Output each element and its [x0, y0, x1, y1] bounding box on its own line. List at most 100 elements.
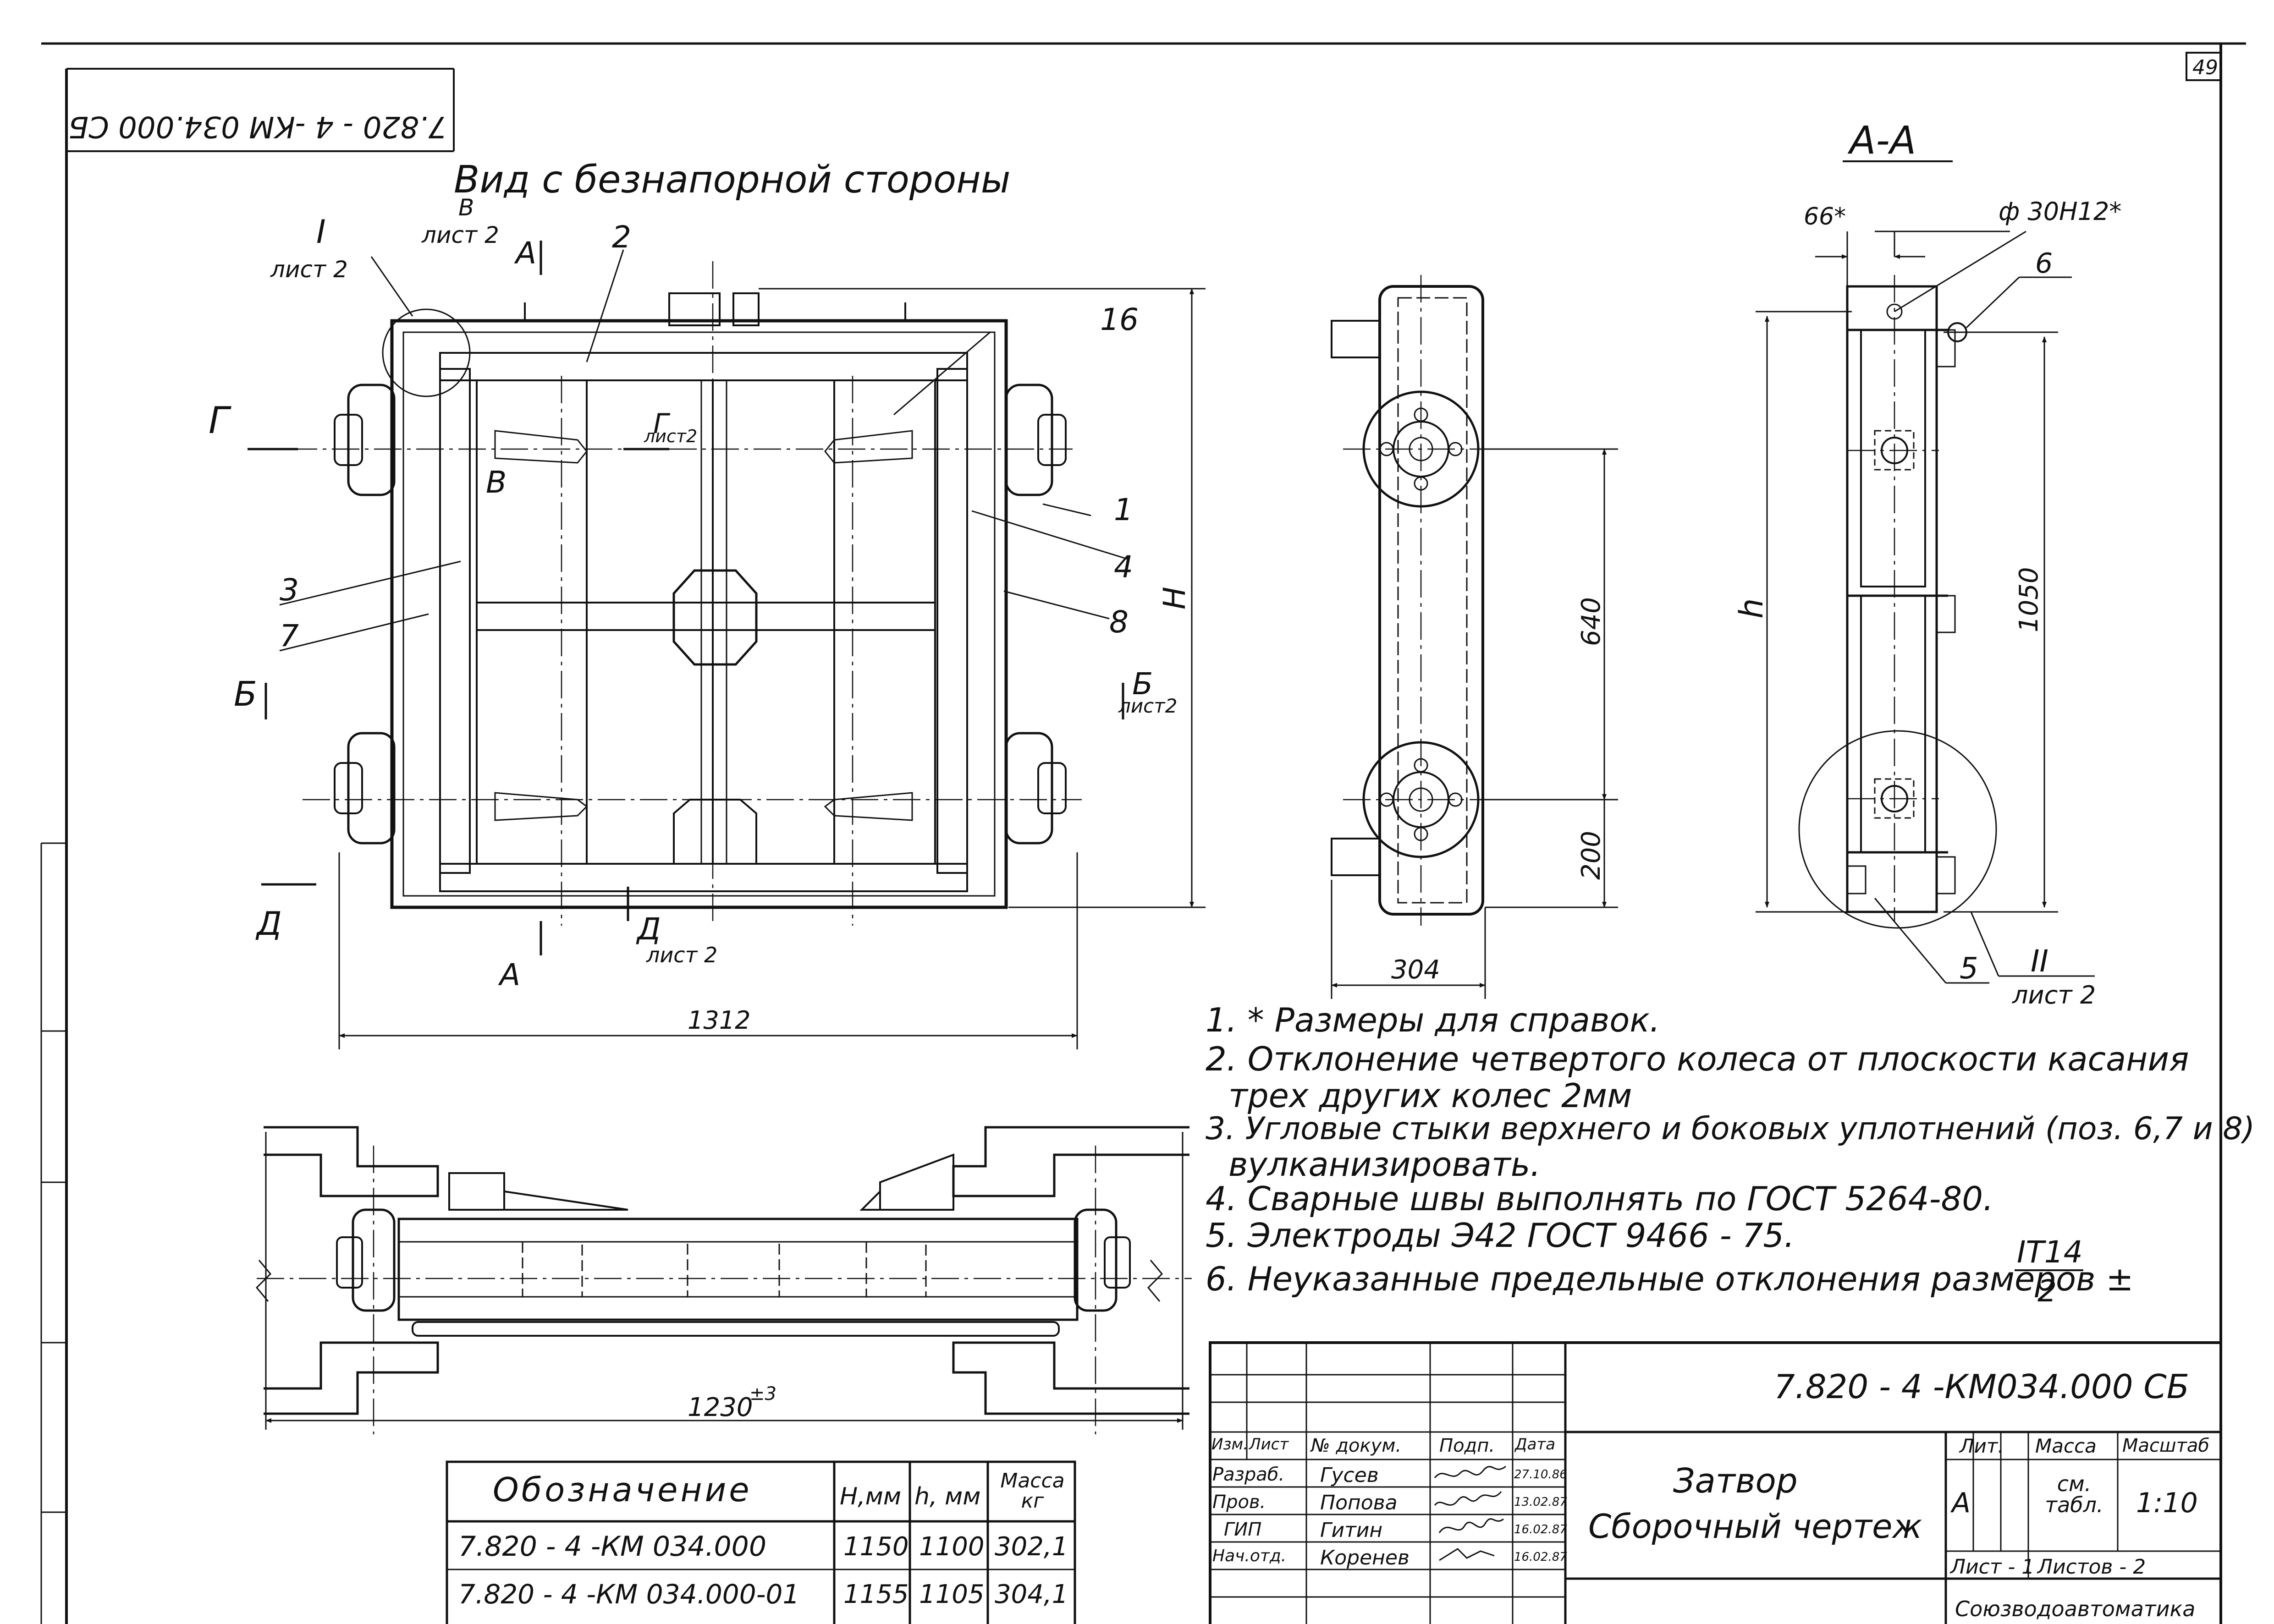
- pos-5: 5: [1960, 952, 1978, 986]
- note-4: 4. Сварные швы выполнять по ГОСТ 5264-80…: [1206, 1180, 1993, 1218]
- note-6: 6. Неуказанные предельные отклонения раз…: [1206, 1260, 2134, 1298]
- row2-mass: 304,1: [995, 1580, 1068, 1609]
- page-number: 49: [2192, 56, 2218, 79]
- row1-designation: 7.820 - 4 -КМ 034.000: [458, 1531, 767, 1563]
- row2-designation: 7.820 - 4 -КМ 034.000-01: [458, 1579, 800, 1610]
- ref-V: В: [458, 194, 474, 221]
- cut-G-left: Г: [209, 399, 231, 442]
- dim-H: H: [1157, 587, 1192, 609]
- cut-D-left: Д: [255, 905, 282, 943]
- cut-G-right: Г: [653, 408, 671, 440]
- ref-V-sheet: лист 2: [421, 222, 499, 248]
- note-5: 5. Электроды Э42 ГОСТ 9466 - 75.: [1206, 1216, 1795, 1255]
- label-V: В: [486, 465, 507, 500]
- dim-1230: 1230: [688, 1393, 753, 1422]
- mass-value: см. табл.: [2045, 1471, 2103, 1517]
- plan-view-labels: 1230 ±3: [688, 1383, 776, 1422]
- cut-D-bottom: Д: [636, 911, 661, 947]
- ref-II: II: [2031, 944, 2048, 979]
- cut-B-right: Б: [1132, 666, 1153, 702]
- section-aa-labels: А-А 66* ф 30Н12* 6 h 1050 5 II лист 2: [1733, 118, 2121, 1010]
- dim-304: 304: [1391, 955, 1440, 985]
- sheet-frame: [40, 42, 2246, 1624]
- product-name: Затвор: [1673, 1461, 1798, 1501]
- col-H: H,мм: [840, 1483, 902, 1510]
- tb-role-2: Пров.: [1212, 1492, 1266, 1513]
- organization: Союзводоавтоматика: [1955, 1597, 2196, 1621]
- section-aa: [1756, 230, 2095, 984]
- row1-h: 1100: [919, 1532, 985, 1562]
- dim-640: 640: [1576, 597, 1606, 646]
- tb-person-4: Коренев: [1320, 1546, 1410, 1569]
- note-3-cont: вулканизировать.: [1228, 1145, 1541, 1184]
- dim-200: 200: [1576, 831, 1606, 880]
- side-view: [1331, 275, 1618, 999]
- note-6-fraction-num: IТ14: [2017, 1234, 2083, 1270]
- note-6-fraction-den: 2: [2037, 1273, 2057, 1309]
- pos-8: 8: [1109, 604, 1129, 640]
- tb-col-izm: Изм.: [1211, 1435, 1248, 1454]
- front-view-labels: Вид с безнапорной стороны I лист 2 В лис…: [209, 158, 1192, 1035]
- note-1: 1. * Размеры для справок.: [1206, 1001, 1660, 1039]
- ref-I-sheet: лист 2: [270, 256, 348, 283]
- pos-4: 4: [1114, 549, 1133, 585]
- dim-1312: 1312: [688, 1006, 750, 1035]
- note-2: 2. Отклонение четвертого колеса от плоск…: [1206, 1040, 2189, 1078]
- fraction-bar: [2015, 1269, 2083, 1271]
- cut-A-top: А: [514, 236, 536, 271]
- drawing-kind: Сборочный чертеж: [1588, 1507, 1922, 1546]
- pos-7: 7: [280, 618, 299, 653]
- lit-header: Лит.: [1960, 1435, 2004, 1457]
- plan-view: [255, 1126, 1192, 1434]
- tb-person-2: Попова: [1320, 1491, 1398, 1514]
- pos-6: 6: [2035, 247, 2053, 280]
- variants-table-grid: [446, 1460, 1076, 1624]
- row2-H: 1155: [843, 1580, 909, 1609]
- view-title: Вид с безнапорной стороны: [454, 158, 1011, 202]
- title-block-grid: [1209, 1341, 2222, 1624]
- cut-G-sheet: лист2: [644, 426, 697, 446]
- note-3: 3. Угловые стыки верхнего и боковых упло…: [1206, 1111, 2255, 1147]
- col-designation: Обозначение: [493, 1470, 752, 1509]
- tb-person-1: Гусев: [1320, 1464, 1379, 1487]
- cut-B-left: Б: [234, 675, 257, 714]
- tb-date-2: 13.02.87: [1514, 1495, 1567, 1509]
- lit-value: А: [1952, 1487, 1971, 1519]
- tb-role-1: Разраб.: [1212, 1464, 1285, 1485]
- sheet-label: Лист - 1: [1950, 1555, 2035, 1579]
- row1-mass: 302,1: [995, 1532, 1068, 1562]
- ref-II-sheet: лист 2: [2012, 981, 2096, 1010]
- tb-person-3: Гитин: [1320, 1519, 1383, 1542]
- pos-16: 16: [1100, 302, 1139, 337]
- dim-66: 66*: [1804, 203, 1846, 230]
- designation: 7.820 - 4 -КМ034.000 СБ: [1774, 1367, 2190, 1406]
- front-view: [248, 241, 1206, 1049]
- dim-1050: 1050: [2014, 567, 2044, 632]
- tb-role-3: ГИП: [1224, 1519, 1262, 1540]
- tb-date-4: 16.02.87: [1514, 1550, 1567, 1564]
- row1-H: 1150: [843, 1532, 909, 1562]
- dim-1230-tol: ±3: [749, 1383, 776, 1405]
- cut-B-sheet: лист2: [1118, 695, 1177, 717]
- sheets-label: Листов - 2: [2037, 1555, 2146, 1579]
- row2-h: 1105: [919, 1580, 985, 1609]
- note-2-cont: трех других колес 2мм: [1228, 1076, 1632, 1115]
- mass-header: Масса: [2035, 1435, 2097, 1457]
- tb-date-1: 27.10.86: [1514, 1468, 1567, 1481]
- tb-role-4: Нач.отд.: [1212, 1547, 1287, 1565]
- col-mass: Масса кг: [1000, 1469, 1065, 1513]
- tb-col-sign: Подп.: [1439, 1435, 1495, 1456]
- pos-2: 2: [612, 219, 631, 255]
- cut-D-sheet: лист 2: [646, 943, 717, 967]
- dim-phi: ф 30Н12*: [1999, 197, 2121, 226]
- pos-1: 1: [1114, 492, 1133, 527]
- tb-col-doc: № докум.: [1311, 1435, 1402, 1456]
- side-view-labels: 640 200 304: [1391, 597, 1606, 985]
- dim-h: h: [1733, 598, 1770, 619]
- ref-I: I: [316, 213, 326, 251]
- tb-col-list: Лист: [1249, 1435, 1289, 1454]
- scale-value: 1:10: [2136, 1487, 2198, 1519]
- tb-date-3: 16.02.87: [1514, 1523, 1567, 1536]
- col-h: h, мм: [914, 1483, 981, 1510]
